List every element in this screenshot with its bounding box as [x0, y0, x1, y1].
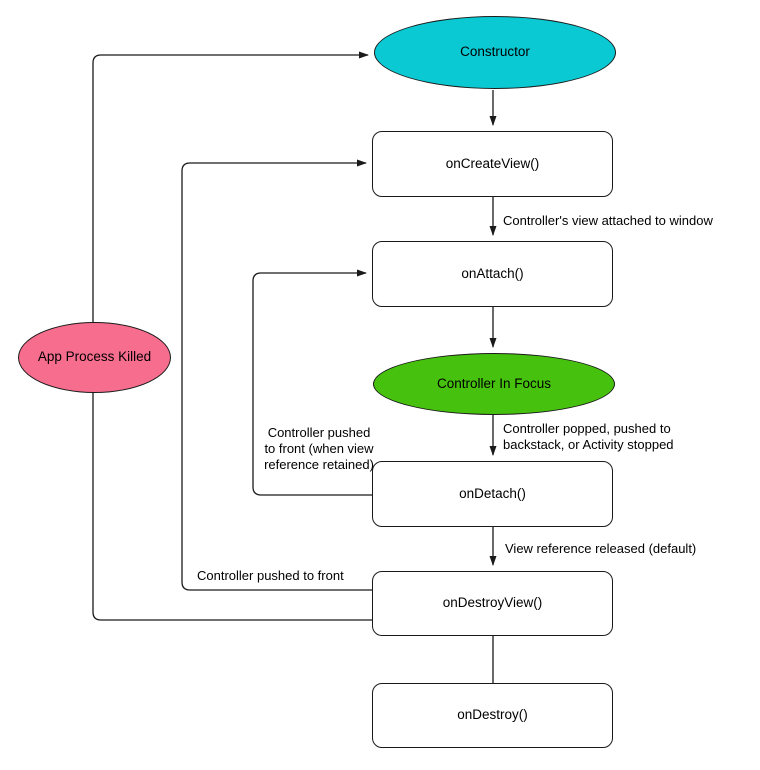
node-onattach: onAttach()	[372, 241, 613, 307]
edge-label-view-released: View reference released (default)	[505, 541, 697, 556]
edge-label-pushed-front: Controller pushed to front	[197, 568, 344, 583]
node-constructor: Constructor	[374, 16, 616, 89]
node-constructor-label: Constructor	[460, 44, 530, 60]
node-app-process-killed-label: App Process Killed	[37, 349, 152, 365]
edge-label-view-attached: Controller's view attached to window	[503, 213, 713, 228]
edge-label-pushed-front-retained: Controller pushed to front (when view re…	[264, 425, 374, 472]
node-oncreateview: onCreateView()	[372, 131, 613, 197]
node-oncreateview-label: onCreateView()	[445, 155, 540, 171]
node-app-process-killed: App Process Killed	[18, 322, 171, 393]
node-ondestroy: onDestroy()	[372, 683, 613, 748]
node-onattach-label: onAttach()	[461, 265, 524, 281]
node-ondestroy-label: onDestroy()	[457, 707, 528, 723]
node-ondestroyview: onDestroyView()	[372, 571, 613, 636]
node-ondestroyview-label: onDestroyView()	[442, 595, 543, 611]
edge-ondestroyview-to-oncreateview	[181, 159, 372, 591]
node-ondetach: onDetach()	[372, 461, 613, 527]
edge-ondetach-to-onattach	[252, 269, 372, 496]
edge-label-controller-popped: Controller popped, pushed to backstack, …	[503, 421, 674, 452]
node-ondetach-label: onDetach()	[459, 485, 526, 501]
node-controller-in-focus: Controller In Focus	[373, 353, 615, 415]
node-controller-in-focus-label: Controller In Focus	[436, 375, 552, 391]
